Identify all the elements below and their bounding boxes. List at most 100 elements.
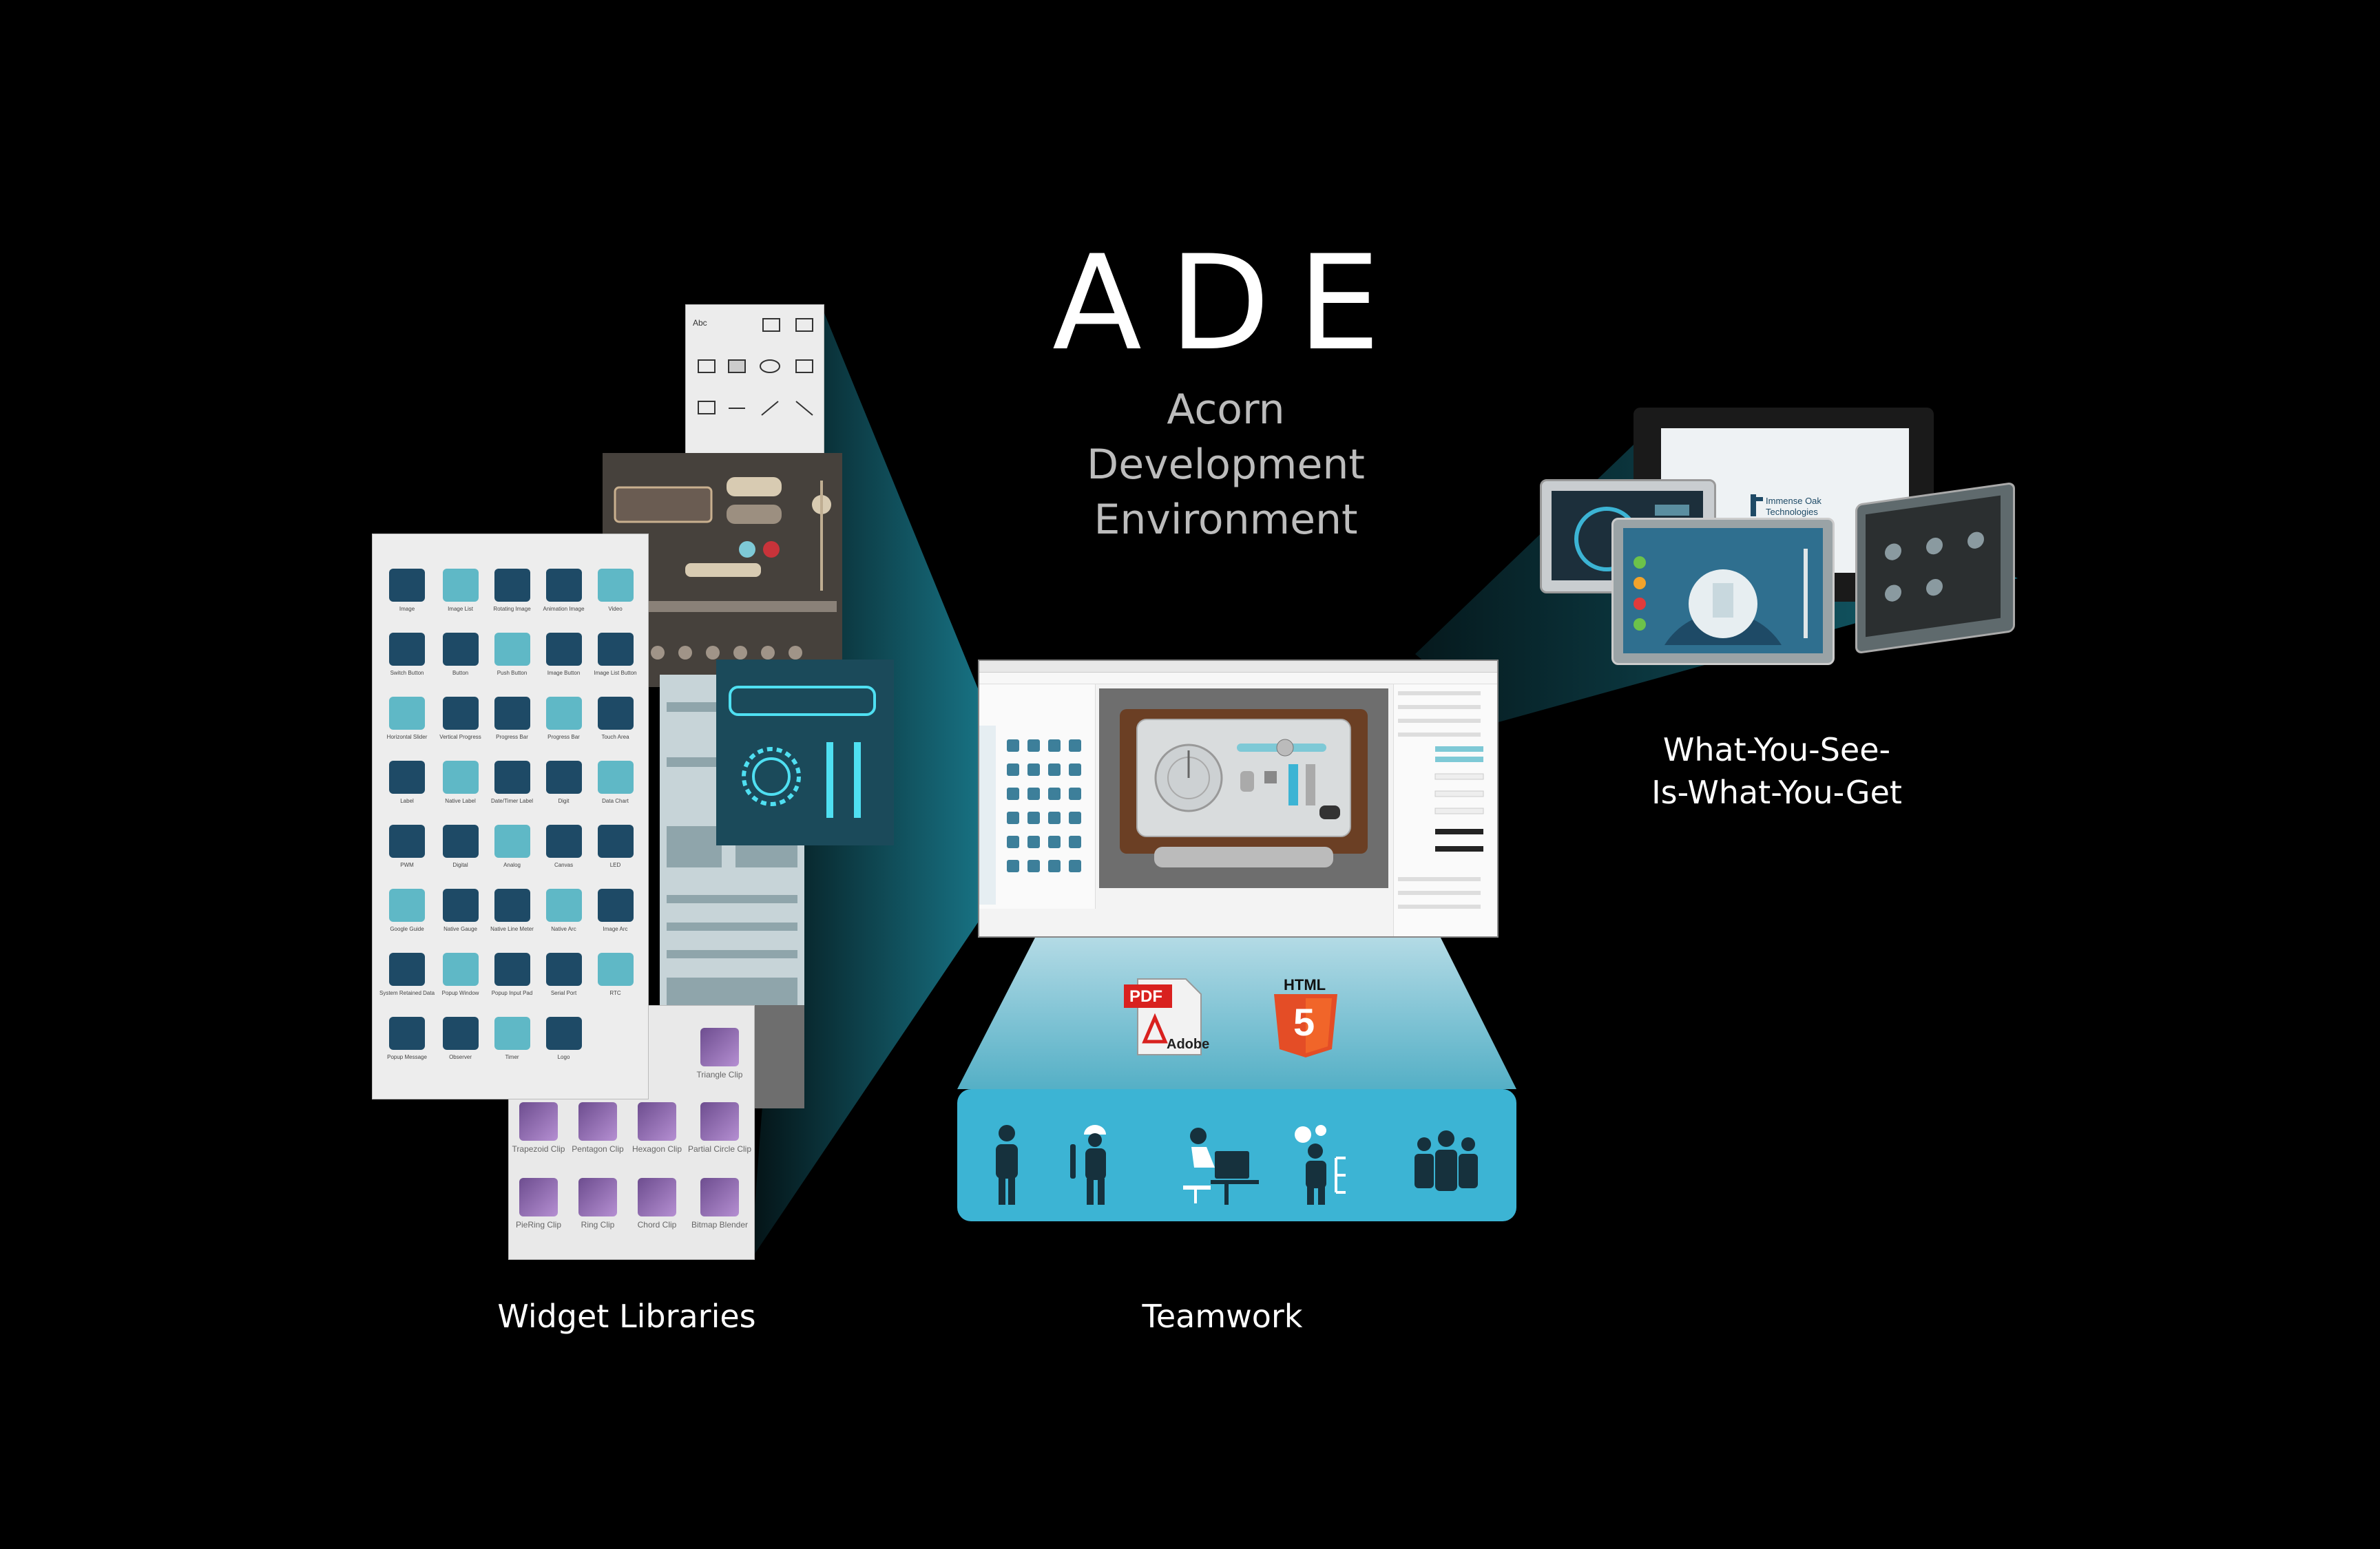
widget-item[interactable]: Label [379,740,435,804]
pwm-icon [389,825,426,858]
clip-item-trapezoid[interactable]: Trapezoid Clip [509,1102,568,1154]
widget-label: Button [452,670,469,676]
widget-item[interactable]: Touch Area [589,676,641,740]
widget-item[interactable]: Native Label [435,740,486,804]
widget-item[interactable]: Horizontal Slider [379,676,435,740]
widget-item[interactable]: Data Chart [589,740,641,804]
widget-label: Vertical Progress [439,734,481,740]
widget-item[interactable]: PWM [379,804,435,868]
skin-widgets [614,477,837,660]
widget-item[interactable]: Video [589,548,641,612]
date-timer-label-icon [494,761,530,794]
widget-item[interactable]: Popup Window [435,932,486,996]
image-list-button-icon [597,633,634,666]
widget-item[interactable]: LED [589,804,641,868]
widget-item[interactable]: Button [435,612,486,676]
timer-icon [494,1017,530,1050]
observer-icon [442,1017,479,1050]
bitmap-blender-icon [700,1178,739,1216]
widget-item[interactable]: Observer [435,996,486,1060]
horizontal-slider-icon [389,697,426,730]
widget-item[interactable]: Progress Bar [538,676,589,740]
pdf-export-icon: PDF Adobe [1124,976,1210,1057]
triangle-clip-icon [700,1028,739,1066]
clip-item-partial-circle[interactable]: Partial Circle Clip [687,1102,753,1154]
clip-item-triangle[interactable]: Triangle Clip [692,1028,747,1079]
neon-widget-panel [716,660,894,845]
widget-item[interactable]: Image List Button [589,612,641,676]
widget-label: Video [608,606,623,612]
widget-item[interactable]: Analog [486,804,538,868]
widget-label: Data Chart [602,798,629,804]
widget-item[interactable]: Switch Button [379,612,435,676]
widget-item[interactable]: Google Guide [379,868,435,932]
widget-label: Label [400,798,414,804]
widget-item[interactable]: Image [379,548,435,612]
widget-item[interactable]: Vertical Progress [435,676,486,740]
widget-label: Push Button [497,670,528,676]
widget-item[interactable]: Digit [538,740,589,804]
hexagon-clip-icon [638,1102,676,1141]
label-icon [389,761,426,794]
widget-item[interactable]: Native Line Meter [486,868,538,932]
widget-label: Logo [557,1054,570,1060]
widget-item[interactable]: Popup Input Pad [486,932,538,996]
widget-label: Image List Button [594,670,637,676]
widget-item[interactable]: RTC [589,932,641,996]
popup-message-icon [389,1017,426,1050]
widget-item[interactable]: Animation Image [538,548,589,612]
widget-label: Progress Bar [547,734,580,740]
adobe-label: Adobe [1167,1037,1210,1052]
widget-item[interactable]: Image Button [538,612,589,676]
widget-item[interactable]: Progress Bar [486,676,538,740]
widget-label: Digital [452,862,468,868]
widget-item[interactable]: Image Arc [589,868,641,932]
page-title: ADE [1052,227,1408,379]
pdf-document-graphic [1124,978,1202,1055]
ide-titlebar [979,661,1497,673]
clip-item-bitmap-blender[interactable]: Bitmap Blender [687,1178,753,1230]
progress-bar-icon [494,697,530,730]
coffee-ui-graphic [1885,531,1984,602]
widget-label: Rotating Image [493,606,531,612]
subtitle-line-2: Development [1087,441,1365,489]
widget-item[interactable]: Rotating Image [486,548,538,612]
widget-item[interactable]: Native Gauge [435,868,486,932]
widget-item[interactable]: Image List [435,548,486,612]
widget-item[interactable]: Canvas [538,804,589,868]
widget-item[interactable]: Popup Message [379,996,435,1060]
widget-item[interactable]: Digital [435,804,486,868]
button-icon [442,633,479,666]
widget-item[interactable]: System Retained Data [379,932,435,996]
widget-label: Popup Window [441,990,479,996]
clip-label: Partial Circle Clip [687,1144,752,1154]
clip-item-chord[interactable]: Chord Clip [627,1178,687,1230]
data-chart-icon [597,761,634,794]
widget-item[interactable]: Logo [538,996,589,1060]
clip-label: PieRing Clip [515,1220,562,1230]
image-icon [389,569,426,602]
shape-icons: Abc [693,318,813,416]
clip-item-ring[interactable]: Ring Clip [568,1178,627,1230]
widget-item[interactable]: Date/Timer Label [486,740,538,804]
widget-item[interactable]: Native Arc [538,868,589,932]
progress-bar-vertical-icon [545,697,582,730]
widget-item[interactable]: Serial Port [538,932,589,996]
widget-label: Native Line Meter [490,926,534,932]
subtitle-line-3: Environment [1094,496,1358,544]
widget-label: LED [609,862,621,868]
widget-item[interactable]: Timer [486,996,538,1060]
clip-item-hexagon[interactable]: Hexagon Clip [627,1102,687,1154]
widget-item[interactable]: Push Button [486,612,538,676]
widget-label: Image Arc [603,926,628,932]
ide-design-canvas[interactable] [1099,688,1388,888]
wysiwyg-caption-line-1: What-You-See- [1662,731,1891,768]
clip-item-piering[interactable]: PieRing Clip [509,1178,568,1230]
image-button-icon [545,633,582,666]
pentagon-clip-icon [578,1102,617,1141]
popup-window-icon [442,953,479,986]
widget-label: Image [399,606,415,612]
clip-item-pentagon[interactable]: Pentagon Clip [568,1102,627,1154]
